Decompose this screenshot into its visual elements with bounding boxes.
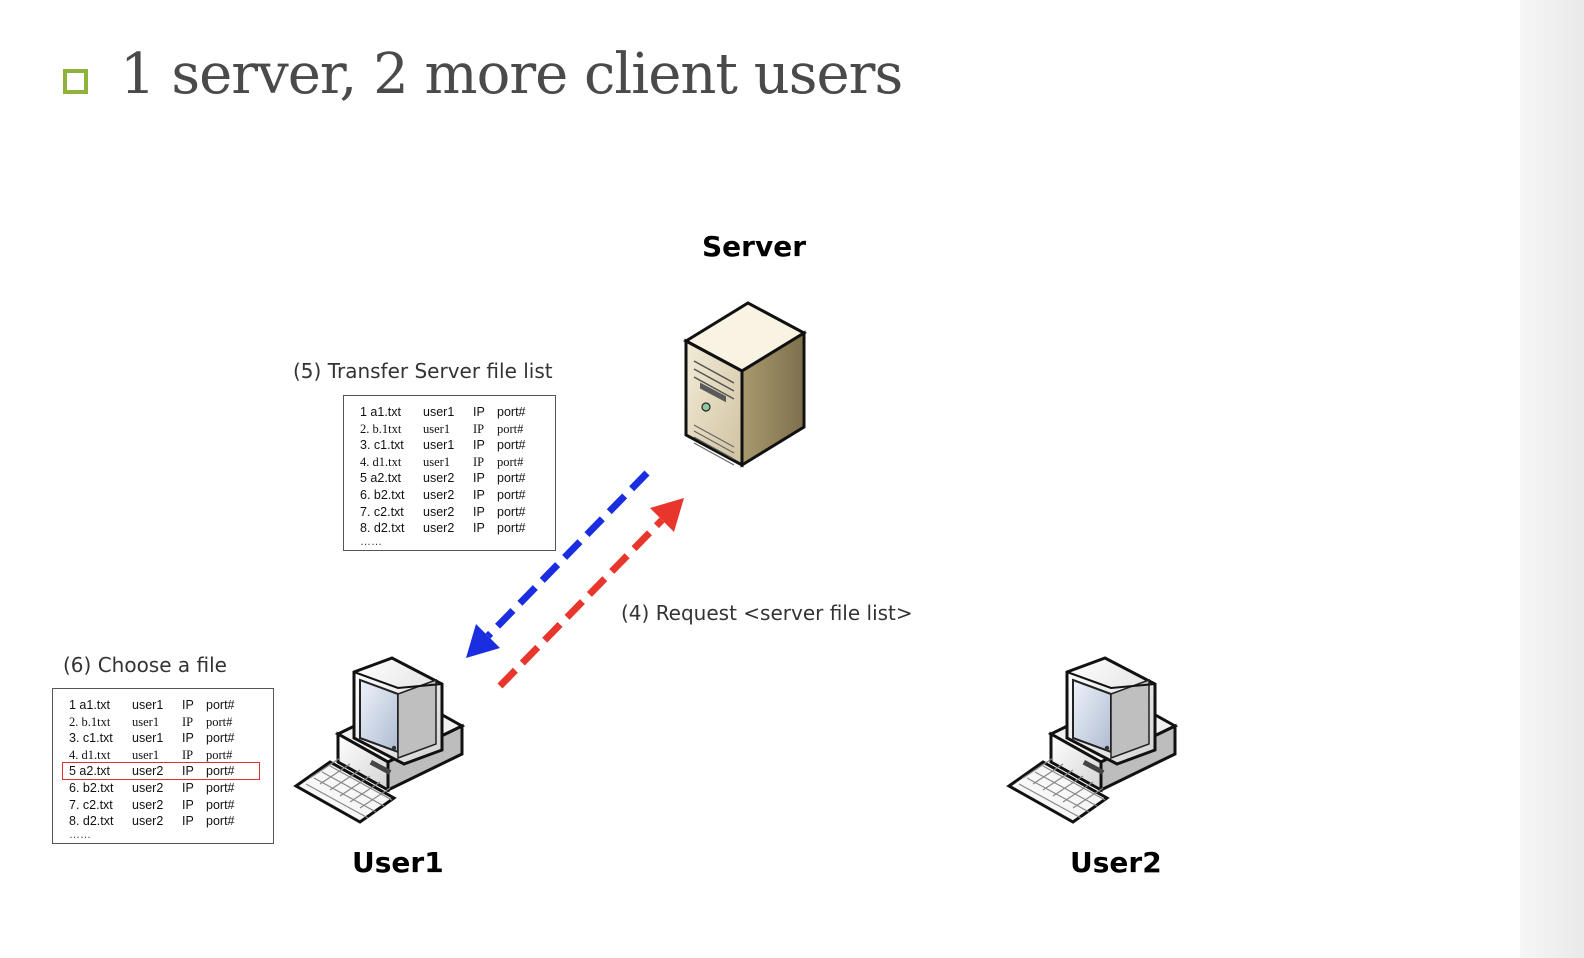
list-more: ……	[360, 535, 382, 548]
request-arrow	[497, 498, 684, 689]
list-more: ……	[69, 828, 91, 841]
user1-label: User1	[352, 846, 444, 879]
slide-title: 1 server, 2 more client users	[120, 42, 903, 107]
request-step-label: (4) Request <server file list>	[621, 601, 913, 625]
choose-step-label: (6) Choose a file	[63, 653, 227, 677]
scroll-margin	[1520, 0, 1584, 958]
desktop-computer-icon	[293, 656, 466, 824]
transfer-step-label: (5) Transfer Server file list	[293, 359, 553, 383]
response-arrow	[466, 470, 650, 658]
server-label: Server	[702, 230, 807, 263]
server-tower-icon	[682, 301, 808, 468]
bullet-square-icon	[63, 69, 88, 94]
user2-label: User2	[1070, 846, 1162, 879]
desktop-computer-icon	[1006, 656, 1179, 824]
